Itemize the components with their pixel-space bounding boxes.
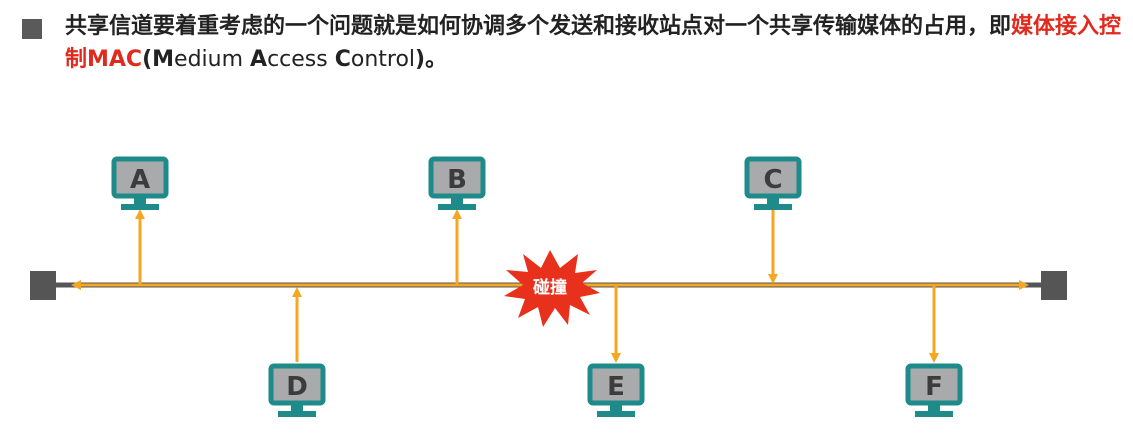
station-d: D bbox=[268, 363, 326, 417]
station-f: F bbox=[905, 363, 963, 417]
heading-text: 共享信道要着重考虑的一个问题就是如何协调多个发送和接收站点对一个共享传输媒体的占… bbox=[65, 10, 1125, 76]
right-terminator bbox=[1041, 271, 1067, 300]
station-c-label: C bbox=[763, 165, 782, 195]
station-d-label: D bbox=[286, 372, 308, 402]
station-f-label: F bbox=[925, 372, 943, 402]
paren-close: )。 bbox=[415, 47, 448, 72]
letter-c: C bbox=[334, 47, 351, 72]
left-terminator bbox=[30, 271, 56, 300]
station-c: C bbox=[744, 156, 802, 210]
collision-label: 碰撞 bbox=[533, 277, 567, 298]
station-a: A bbox=[111, 156, 169, 210]
station-e: E bbox=[587, 363, 645, 417]
paren-open: ( bbox=[142, 47, 153, 72]
station-e-label: E bbox=[607, 372, 625, 402]
station-b-label: B bbox=[447, 165, 467, 195]
letter-m: M bbox=[152, 47, 175, 72]
heading-highlight: 媒体接入控制MAC bbox=[65, 14, 1122, 72]
heading-part1: 共享信道要着重考虑的一个问题就是如何协调多个发送和接收站点对一个共享传输媒体的占… bbox=[65, 14, 1012, 39]
letter-a: A bbox=[250, 47, 268, 72]
station-b: B bbox=[428, 156, 486, 210]
word-medium: edium bbox=[174, 47, 251, 72]
word-control: ontrol bbox=[350, 47, 416, 72]
collision-burst-icon bbox=[504, 250, 600, 327]
bullet-square bbox=[22, 19, 42, 39]
word-access: ccess bbox=[267, 47, 335, 72]
station-a-label: A bbox=[130, 165, 150, 195]
